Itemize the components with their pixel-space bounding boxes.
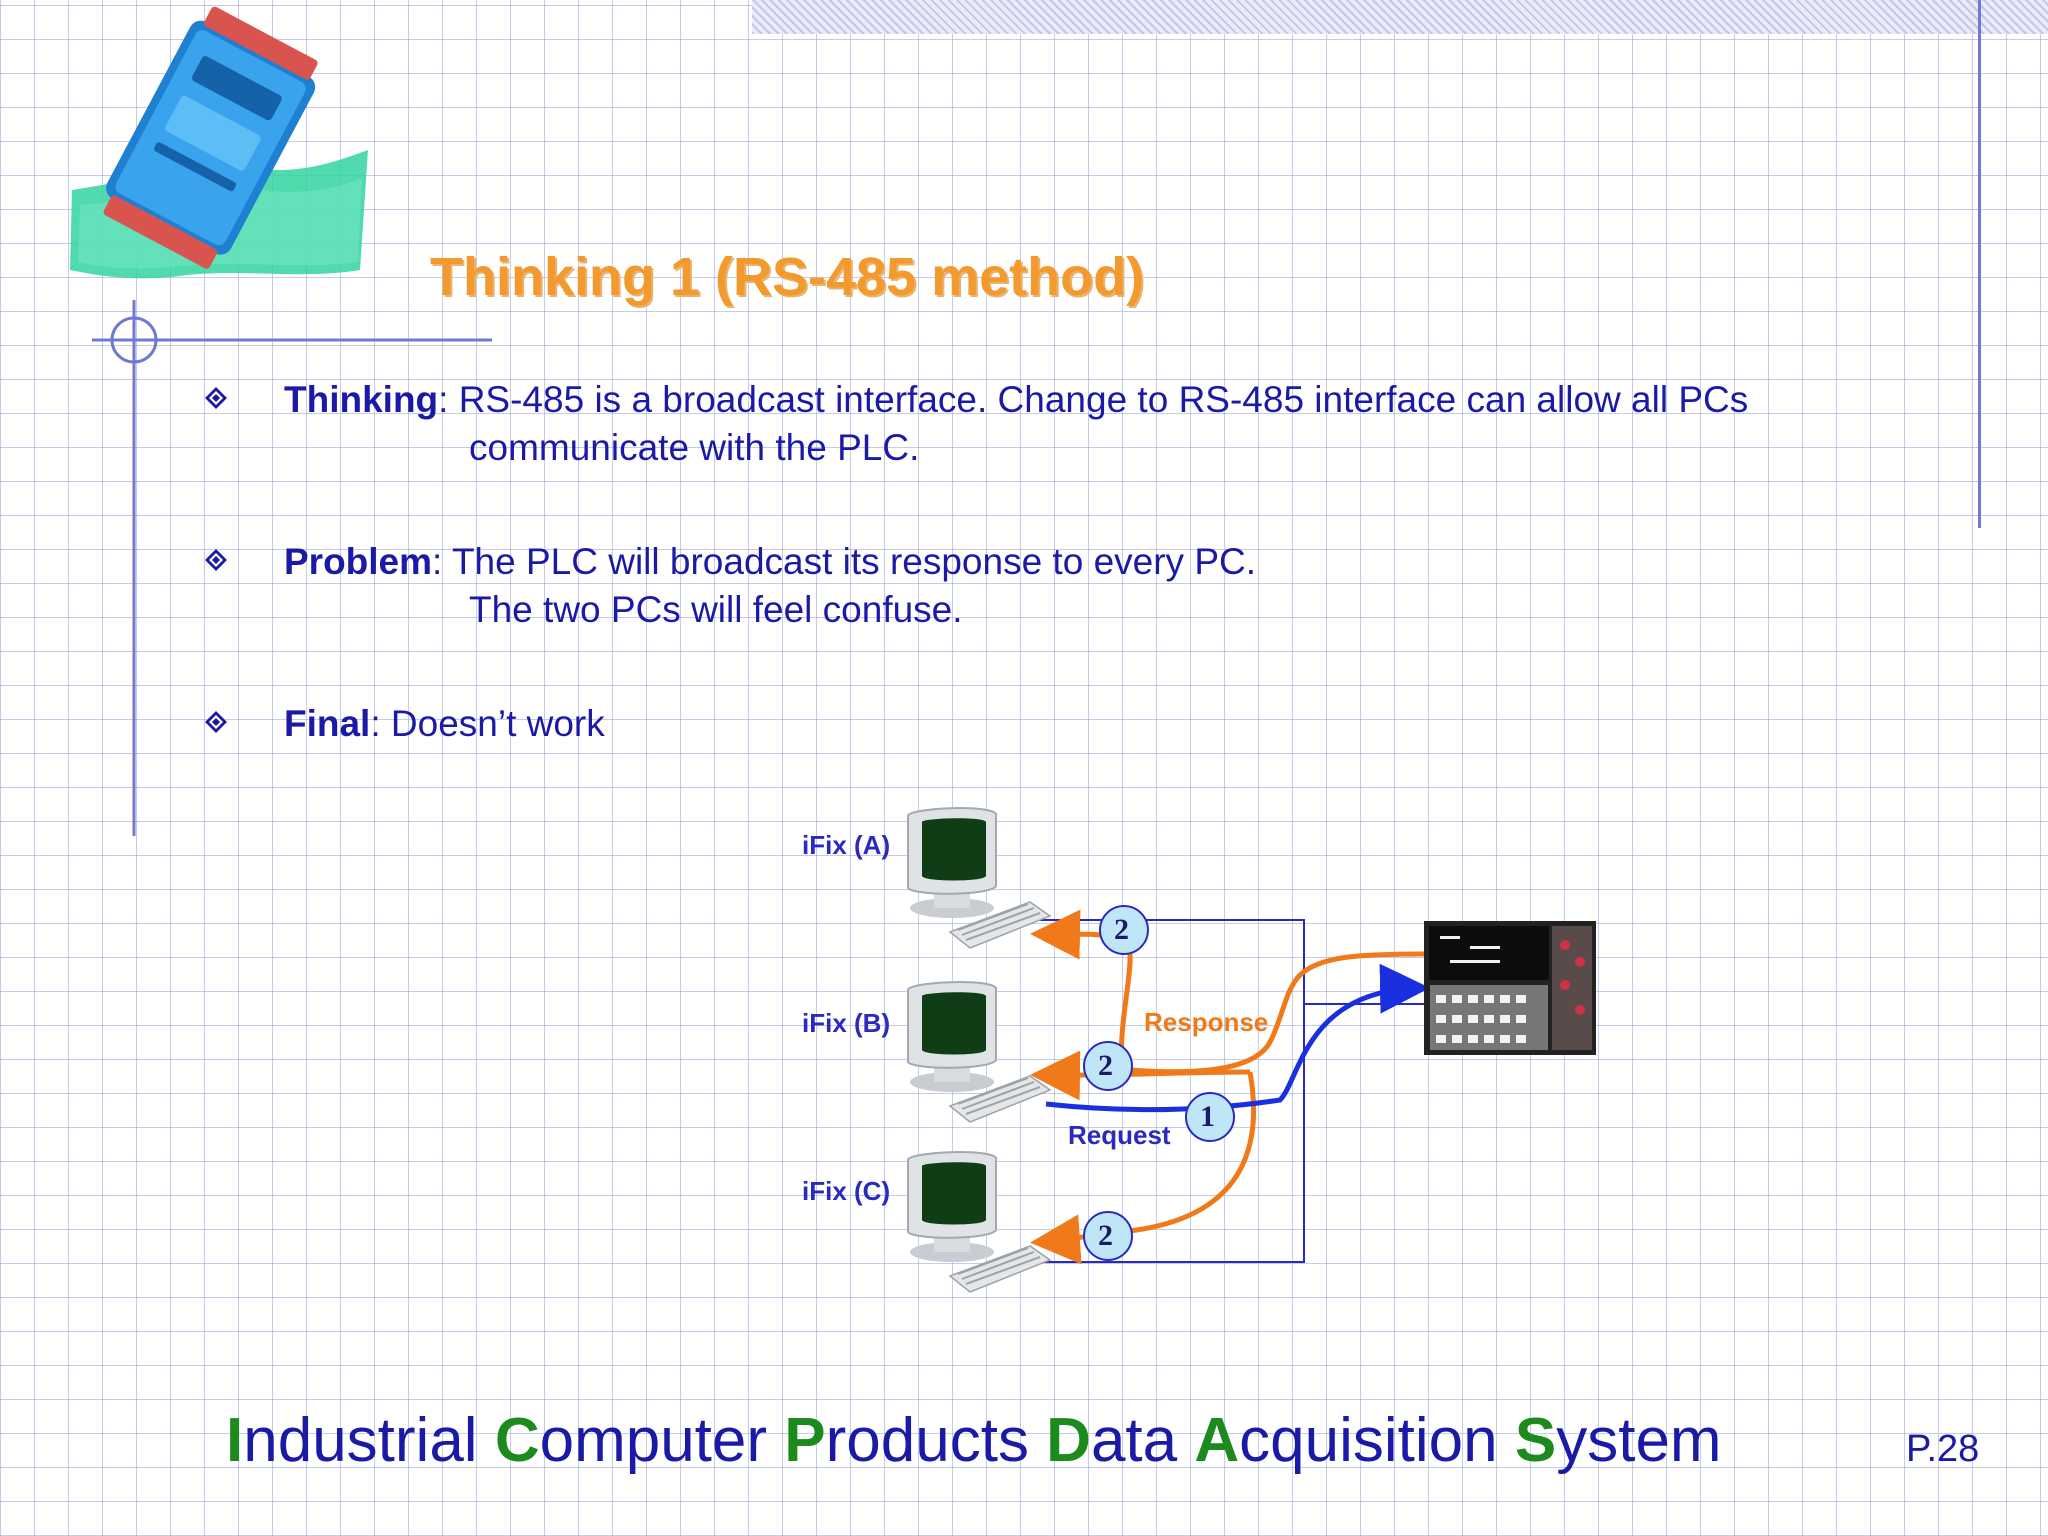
step-badge-a bbox=[1099, 905, 1149, 955]
footer-cap-p: P bbox=[784, 1406, 826, 1475]
pc-label-a: iFix (A) bbox=[802, 830, 891, 860]
bullet-text: : RS-485 is a broadcast interface. Chang… bbox=[438, 379, 1749, 420]
step-badge-b-number: 2 bbox=[1098, 1049, 1113, 1082]
bullet-label: Thinking bbox=[284, 379, 439, 420]
footer-word: ata bbox=[1090, 1406, 1195, 1475]
ethernet-module-icon bbox=[70, 6, 368, 279]
footer-word: roducts bbox=[825, 1406, 1047, 1475]
bullet-text: : The PLC will broadcast its response to… bbox=[432, 541, 1257, 582]
footer-cap-i: I bbox=[226, 1406, 244, 1475]
plc-icon bbox=[1424, 921, 1596, 1055]
footer-word: ndustrial bbox=[243, 1406, 495, 1475]
step-badge-request bbox=[1185, 1092, 1235, 1142]
footer-word: cquisition bbox=[1239, 1406, 1515, 1475]
pc-label-c: iFix (C) bbox=[802, 1176, 891, 1206]
step-badge-b bbox=[1083, 1041, 1133, 1091]
diamond-bullet-icon bbox=[205, 711, 227, 733]
bullet-continuation: communicate with the PLC. bbox=[469, 427, 920, 468]
step-badge-c bbox=[1083, 1211, 1133, 1261]
footer-word: omputer bbox=[539, 1406, 785, 1475]
slide-title: Thinking 1 (RS-485 method) bbox=[430, 247, 1145, 307]
bullet-continuation: The two PCs will feel confuse. bbox=[469, 589, 963, 630]
response-label: Response bbox=[1144, 1007, 1269, 1037]
footer-cap-c: C bbox=[494, 1406, 540, 1475]
diamond-bullet-icon bbox=[205, 387, 227, 409]
right-accent-line bbox=[1978, 0, 1981, 528]
rs485-bus bbox=[1032, 919, 1424, 1263]
bullet-label: Problem bbox=[284, 541, 433, 582]
request-label: Request bbox=[1068, 1120, 1171, 1150]
diamond-bullet-icon bbox=[205, 549, 227, 571]
footer-cap-a: A bbox=[1194, 1406, 1240, 1475]
pc-icon bbox=[907, 807, 1051, 949]
bullet-label: Final bbox=[284, 703, 371, 744]
footer-word: ystem bbox=[1556, 1406, 1722, 1475]
pc-label-b: iFix (B) bbox=[802, 1008, 891, 1038]
footer-company-name: Industrial Computer Products Data Acquis… bbox=[226, 1405, 1722, 1476]
request-line bbox=[1045, 963, 1430, 1113]
step-badge-a-number: 2 bbox=[1114, 913, 1129, 946]
step-badge-request-number: 1 bbox=[1200, 1100, 1215, 1133]
pc-icon bbox=[907, 1151, 1051, 1293]
step-badge-c-number: 2 bbox=[1098, 1219, 1113, 1252]
page-number: P.28 bbox=[1906, 1428, 1980, 1470]
footer-cap-s: S bbox=[1514, 1406, 1557, 1475]
header-hatch-strip bbox=[752, 0, 2048, 34]
footer-cap-d: D bbox=[1046, 1406, 1091, 1475]
pc-icon bbox=[907, 981, 1051, 1123]
step-badges bbox=[1083, 905, 1235, 1261]
bullet-text: : Doesn’t work bbox=[370, 703, 605, 744]
